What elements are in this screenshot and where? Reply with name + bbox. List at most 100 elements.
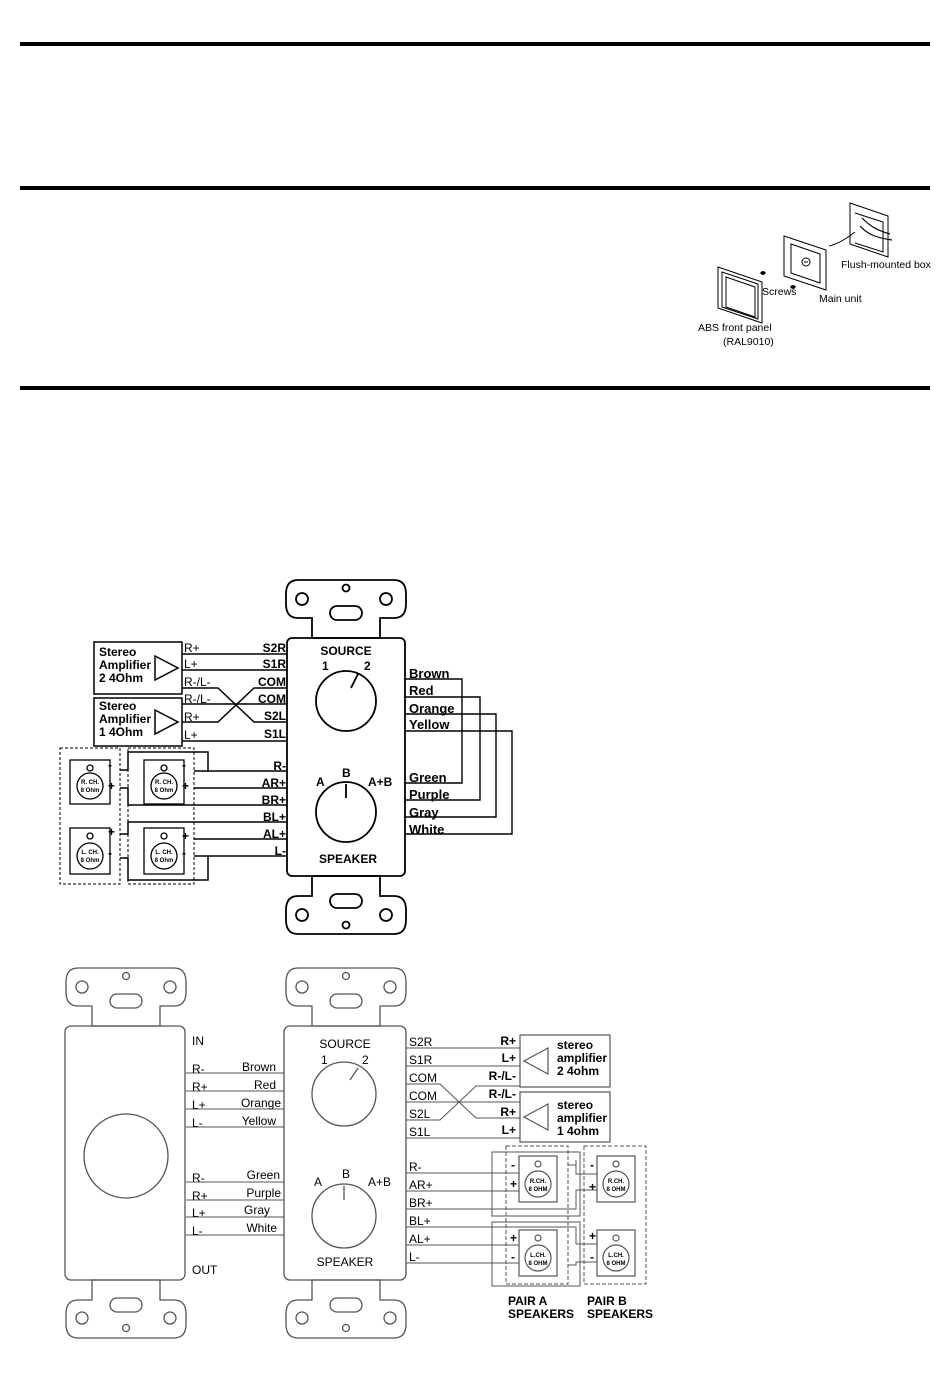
d2-plus: + xyxy=(589,1229,596,1243)
d2-unit-in: S1R xyxy=(409,1053,433,1067)
d2-amp1-box xyxy=(519,1091,611,1143)
d2-minus: - xyxy=(590,1158,594,1172)
amp1-term-lplus: L+ xyxy=(184,728,198,742)
d1-in-com-2: COM xyxy=(258,692,286,706)
d1-out-arplus: AR+ xyxy=(262,776,286,790)
d2-unit-in: COM xyxy=(409,1071,437,1085)
d2-spk-ra xyxy=(518,1155,558,1203)
amp2-term-lplus: L+ xyxy=(184,657,198,671)
d2-out-term: L+ xyxy=(192,1206,206,1220)
amp2-label-1: Stereo xyxy=(99,645,136,659)
d2-amp-term: R-/L- xyxy=(489,1087,516,1101)
d2-spk-la xyxy=(518,1229,558,1277)
front-panel-color-label: (RAL9010) xyxy=(723,336,774,348)
d2-plus: + xyxy=(510,1177,517,1191)
d2-spk-rb xyxy=(596,1155,636,1203)
d2-unit-out: AR+ xyxy=(409,1178,433,1192)
d1-spk-l-a xyxy=(69,827,111,875)
source-knob-2 xyxy=(311,1061,377,1127)
d2-spk-a: A xyxy=(314,1175,322,1189)
d1-spk-r-a xyxy=(69,759,111,805)
d2-out-color: White xyxy=(246,1221,277,1235)
plate-bottom-ear xyxy=(285,875,407,935)
d2-spk-label: 8 OHM xyxy=(606,1261,625,1267)
source-knob-1 xyxy=(315,670,377,732)
d1-wire-white: White xyxy=(409,822,444,837)
d2-in-color: Yellow xyxy=(242,1114,277,1128)
d1-spk-label: 8 Ohm xyxy=(155,858,174,864)
d1-out-alplus: AL+ xyxy=(263,827,286,841)
d2-amp-term: R-/L- xyxy=(489,1069,516,1083)
d2-out-color: Green xyxy=(247,1168,280,1182)
d2-in-color: Red xyxy=(254,1078,276,1092)
amp1-label-3: 1 4Ohm xyxy=(99,725,143,739)
d2-in-color: Brown xyxy=(242,1060,276,1074)
d1-spk-label: R. CH. xyxy=(81,780,99,786)
d1-wire-orange: Orange xyxy=(409,701,455,716)
mounting-illustration: Flush-mounted box Main unit Screws ABS f… xyxy=(698,202,932,348)
right-plate-top-ear xyxy=(285,967,407,1027)
flush-box-outline xyxy=(849,202,889,258)
front-panel-label: ABS front panel xyxy=(698,322,772,334)
d2-plus: + xyxy=(589,1180,596,1194)
d1-wire-gray: Gray xyxy=(409,805,439,820)
d2-amp2-label: stereo xyxy=(557,1038,593,1052)
d2-out-color: Gray xyxy=(244,1203,270,1217)
d2-amp-term: R+ xyxy=(500,1034,516,1048)
d2-amp1-label: stereo xyxy=(557,1098,593,1112)
d1-spk-label: L. CH. xyxy=(81,850,99,856)
speaker-knob-2 xyxy=(311,1183,377,1249)
d1-wire-red: Red xyxy=(409,683,434,698)
d2-in-label: IN xyxy=(192,1034,204,1048)
d2-unit-out: AL+ xyxy=(409,1232,431,1246)
d1-in-s1r: S1R xyxy=(263,657,287,671)
d2-unit-in: S1L xyxy=(409,1125,431,1139)
amp2-label-3: 2 4Ohm xyxy=(99,671,143,685)
d1-source-1: 1 xyxy=(322,659,329,673)
main-unit-outline xyxy=(783,235,827,291)
pair-b-label: SPEAKERS xyxy=(587,1307,653,1321)
screws-label: Screws xyxy=(762,286,796,298)
d2-in-term: R- xyxy=(192,1062,205,1076)
d1-spk-label: 8 Ohm xyxy=(155,788,174,794)
amp2-term-rplus: R+ xyxy=(184,641,200,655)
d2-minus: - xyxy=(511,1250,515,1264)
d2-plus: + xyxy=(510,1231,517,1245)
d2-out-term: R- xyxy=(192,1171,205,1185)
d1-wire-purple: Purple xyxy=(409,787,449,802)
d2-out-label: OUT xyxy=(192,1263,218,1277)
d2-amp2-box xyxy=(519,1034,611,1088)
d1-minus: - xyxy=(108,846,112,860)
d2-unit-out: L- xyxy=(409,1250,420,1264)
d2-spk-label: R.CH. xyxy=(530,1179,547,1185)
d2-amp-term: R+ xyxy=(500,1105,516,1119)
d1-minus: - xyxy=(182,758,186,772)
d2-source-2: 2 xyxy=(362,1053,369,1067)
section-rule-2 xyxy=(20,186,930,190)
d1-out-lminus: L- xyxy=(275,844,286,858)
d1-spk-b: B xyxy=(342,766,351,780)
d1-spk-ab: A+B xyxy=(368,775,393,789)
d1-in-s2r: S2R xyxy=(263,641,287,655)
d2-unit-in: COM xyxy=(409,1089,437,1103)
d2-spk-b: B xyxy=(342,1167,350,1181)
d2-in-color: Orange xyxy=(241,1096,281,1110)
d2-in-term: L+ xyxy=(192,1098,206,1112)
d2-out-color: Purple xyxy=(246,1186,281,1200)
d2-spk-ab: A+B xyxy=(368,1175,391,1189)
amp1-term-rplus: R+ xyxy=(184,710,200,724)
d2-amp2-label: amplifier xyxy=(557,1051,607,1065)
plate-top-ear xyxy=(285,579,407,639)
pair-a-enclosure xyxy=(505,1145,569,1285)
d2-spk-label: 8 OHM xyxy=(606,1187,625,1193)
d2-spk-label: 8 OHM xyxy=(528,1187,547,1193)
d1-minus: - xyxy=(182,846,186,860)
d1-in-s2l: S2L xyxy=(264,709,286,723)
d1-source-title: SOURCE xyxy=(320,644,371,658)
d1-plus: + xyxy=(108,825,115,839)
flush-box-label: Flush-mounted box xyxy=(841,259,932,271)
d2-out-term: R+ xyxy=(192,1189,208,1203)
speaker-knob-1 xyxy=(315,781,377,843)
amp1-label-2: Amplifier xyxy=(99,712,151,726)
